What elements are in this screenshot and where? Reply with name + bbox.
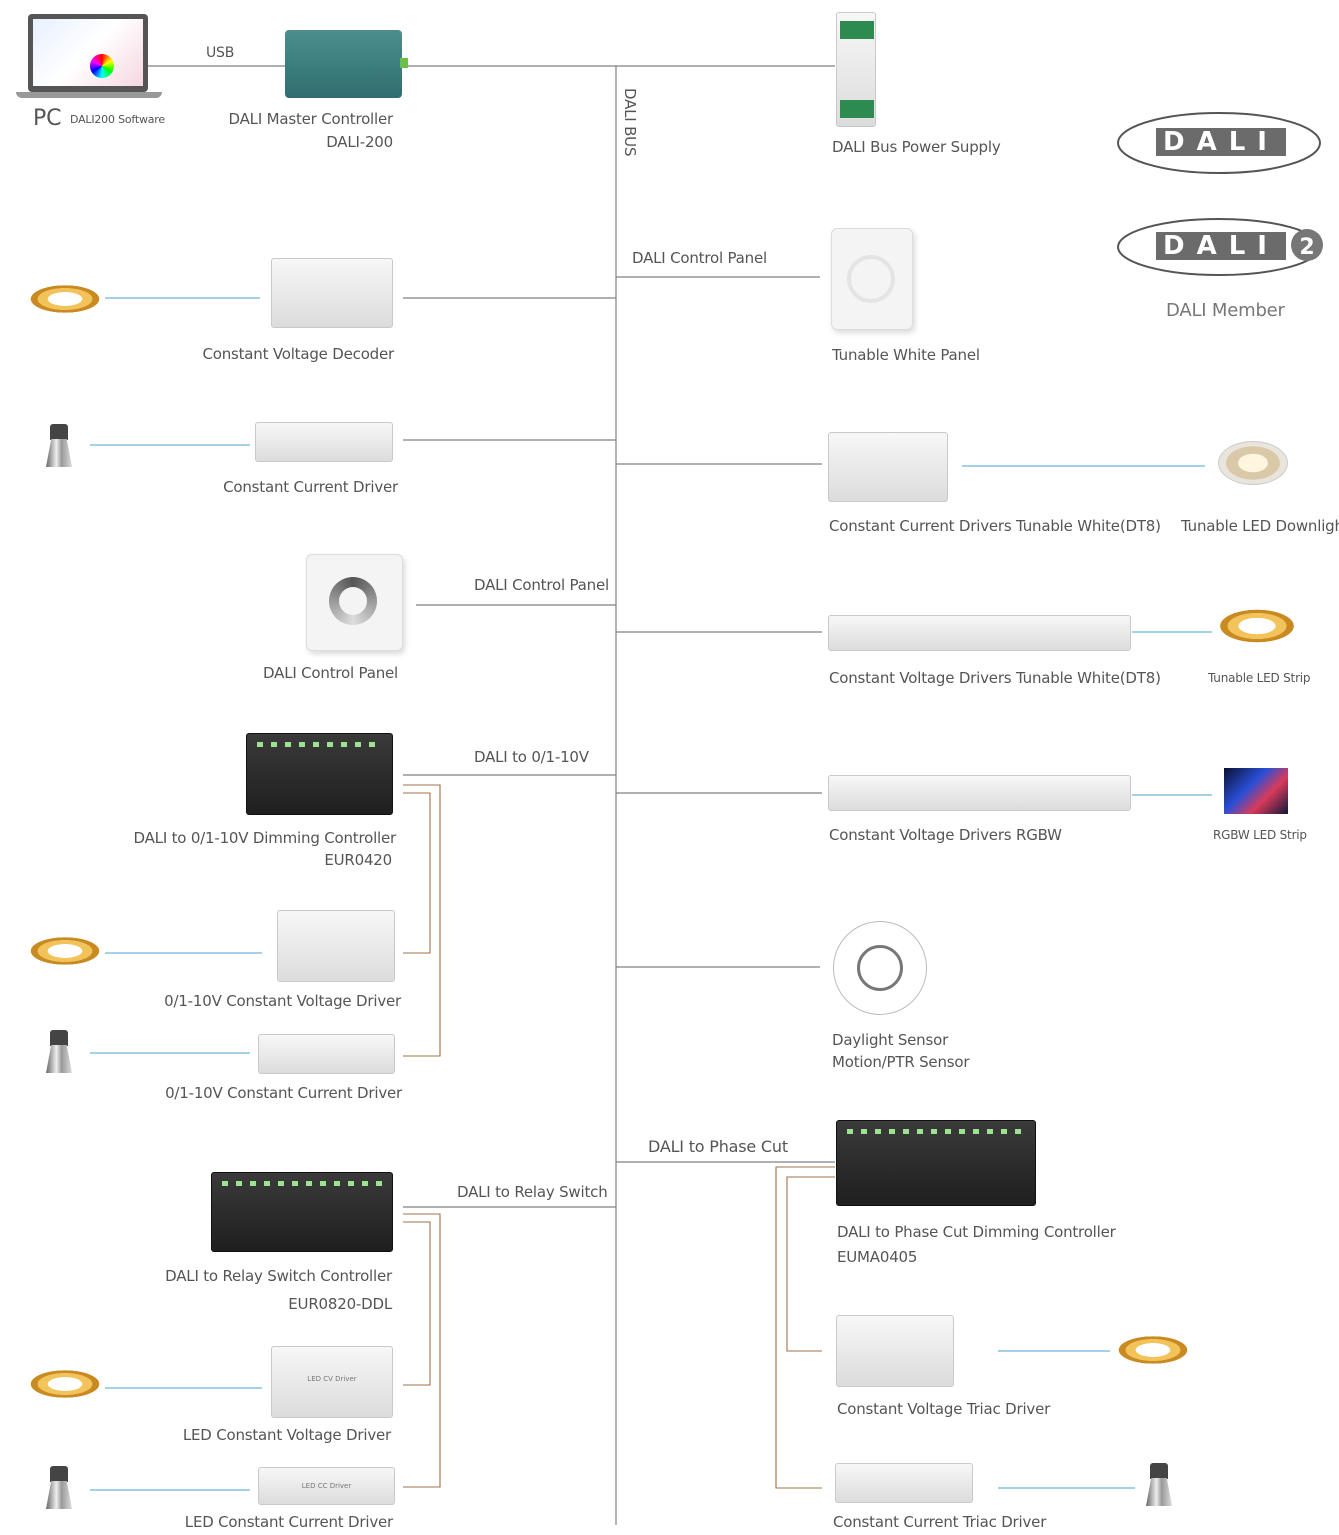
downlight-label: Tunable LED Downlight xyxy=(1181,517,1339,535)
usb-label: USB xyxy=(206,45,235,61)
spotlight-icon xyxy=(46,1030,72,1074)
cv-tw-driver-label: Constant Voltage Drivers Tunable White(D… xyxy=(829,669,1161,687)
cc-010v-driver-label: 0/1-10V Constant Current Driver xyxy=(165,1084,402,1102)
relay-controller-device xyxy=(211,1172,393,1252)
led-cv-driver-tag: LED CV Driver xyxy=(307,1375,357,1383)
cv-rgbw-driver-device xyxy=(828,775,1131,811)
relay-connector-label: DALI to Relay Switch xyxy=(457,1183,608,1201)
phase-cut-controller-label: DALI to Phase Cut Dimming Controller xyxy=(837,1223,1116,1241)
svg-text:DALI: DALI xyxy=(1163,231,1279,261)
led-cc-driver-device: LED CC Driver xyxy=(258,1467,395,1505)
light-lines xyxy=(90,297,1212,1491)
rgbw-strip-label: RGBW LED Strip xyxy=(1213,828,1307,842)
sensor-device xyxy=(833,921,927,1015)
power-supply-label: DALI Bus Power Supply xyxy=(832,138,1001,156)
master-model: DALI-200 xyxy=(326,133,393,151)
tunable-strip-label: Tunable LED Strip xyxy=(1208,671,1311,685)
cv-010v-driver-label: 0/1-10V Constant Voltage Driver xyxy=(164,992,401,1010)
cv-triac-driver-label: Constant Voltage Triac Driver xyxy=(837,1400,1051,1418)
cc-triac-driver-label: Constant Current Triac Driver xyxy=(833,1513,1047,1531)
dali-2-logo-icon: DALI 2 xyxy=(1117,218,1323,276)
rgbw-strip-icon xyxy=(1224,768,1288,814)
dali-control-panel-device xyxy=(306,554,403,651)
dali-010v-controller-label: DALI to 0/1-10V Dimming Controller xyxy=(133,829,397,847)
control-lines xyxy=(403,784,835,1489)
cc-tw-driver-device xyxy=(828,432,948,502)
svg-text:2: 2 xyxy=(1299,235,1314,260)
led-strip-icon xyxy=(25,1368,105,1400)
svg-text:DALI: DALI xyxy=(1163,127,1279,157)
spotlight-icon xyxy=(46,424,72,468)
relay-model-label: EUR0820-DDL xyxy=(288,1295,392,1313)
cc-driver-label: Constant Current Driver xyxy=(223,478,398,496)
cc-010v-driver-device xyxy=(258,1034,395,1074)
pc-label: PC xyxy=(33,106,62,131)
cv-tw-driver-device xyxy=(828,615,1131,651)
cv-010v-driver-device xyxy=(277,910,395,982)
spotlight-icon xyxy=(46,1466,72,1510)
dali-010v-connector-label: DALI to 0/1-10V xyxy=(474,748,589,766)
led-cv-driver-device: LED CV Driver xyxy=(271,1346,393,1418)
dali-master-controller-device xyxy=(285,30,408,98)
pc-software-label: DALI200 Software xyxy=(70,113,165,126)
cv-triac-driver-device xyxy=(836,1315,954,1387)
panel-connector-label: DALI Control Panel xyxy=(632,249,767,267)
master-name: DALI Master Controller xyxy=(228,110,394,128)
downlight-icon xyxy=(1218,441,1288,485)
cv-decoder-label: Constant Voltage Decoder xyxy=(202,345,394,363)
sensor-label-motion: Motion/PTR Sensor xyxy=(832,1053,970,1071)
bus-lines xyxy=(148,65,835,1525)
led-strip-icon xyxy=(25,283,105,315)
tunable-white-panel-label: Tunable White Panel xyxy=(832,346,980,364)
dali-010v-model-label: EUR0420 xyxy=(324,851,392,869)
laptop-base xyxy=(16,92,162,98)
led-cc-driver-tag: LED CC Driver xyxy=(301,1482,352,1491)
sensor-label-daylight: Daylight Sensor xyxy=(832,1031,949,1049)
cv-rgbw-driver-label: Constant Voltage Drivers RGBW xyxy=(829,826,1062,844)
dali-bus-label: DALI BUS xyxy=(621,88,639,157)
led-cv-driver-label: LED Constant Voltage Driver xyxy=(182,1426,391,1444)
dali-member-label: DALI Member xyxy=(1166,300,1285,321)
cc-driver-device xyxy=(255,422,393,462)
laptop-icon xyxy=(28,14,148,92)
relay-controller-label: DALI to Relay Switch Controller xyxy=(165,1267,392,1285)
control-panel-connector-label: DALI Control Panel xyxy=(474,576,609,594)
led-strip-icon xyxy=(25,935,105,967)
dali-control-panel-label: DALI Control Panel xyxy=(263,664,398,682)
cv-decoder-device xyxy=(271,258,393,328)
phase-cut-connector-label: DALI to Phase Cut xyxy=(648,1137,788,1156)
spotlight-icon xyxy=(1146,1463,1172,1507)
led-cc-driver-label: LED Constant Current Driver xyxy=(184,1513,393,1531)
bus-power-supply-device xyxy=(836,12,876,127)
cc-tw-driver-label: Constant Current Drivers Tunable White(D… xyxy=(829,517,1161,535)
dali-010v-controller-device xyxy=(246,733,393,815)
tunable-white-panel-device xyxy=(831,228,913,330)
phase-cut-controller-device xyxy=(836,1120,1036,1206)
dali-logo-icon: DALI xyxy=(1117,112,1321,174)
phase-cut-model-label: EUMA0405 xyxy=(837,1248,918,1266)
led-strip-icon xyxy=(1113,1334,1193,1366)
cc-triac-driver-device xyxy=(835,1463,973,1503)
tunable-led-strip-icon xyxy=(1214,607,1300,645)
